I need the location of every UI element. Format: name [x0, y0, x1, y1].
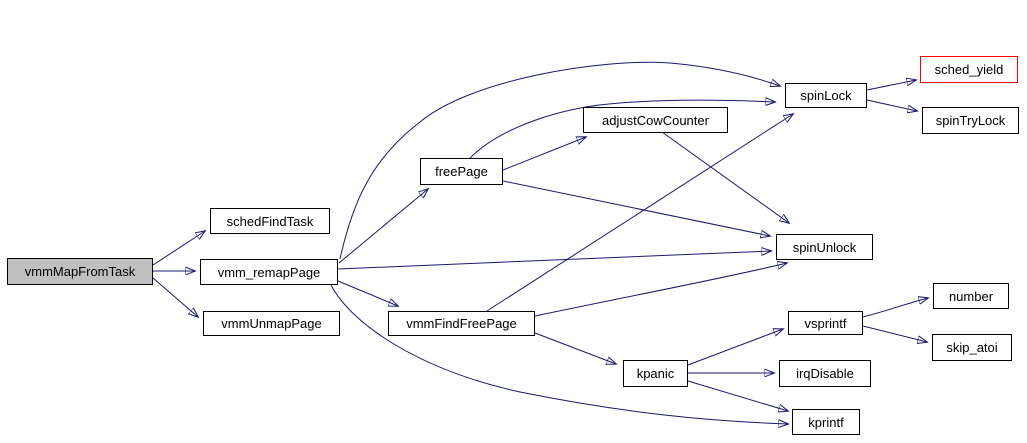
node-freePage[interactable]: freePage — [420, 158, 503, 185]
edge-vmm_remapPage-vmmFindFreePage — [337, 280, 398, 306]
node-vmm_remapPage[interactable]: vmm_remapPage — [200, 259, 338, 285]
edge-vmm_remapPage-kprintf — [330, 284, 788, 424]
edge-vmmFindFreePage-spinUnlock — [534, 263, 787, 317]
edge-vmmFindFreePage-kpanic — [534, 332, 616, 364]
node-vmmFindFreePage[interactable]: vmmFindFreePage — [388, 311, 535, 336]
node-number[interactable]: number — [933, 283, 1009, 309]
node-spinUnlock[interactable]: spinUnlock — [776, 234, 873, 260]
edge-vmm_remapPage-spinLock — [339, 61, 780, 260]
node-kprintf[interactable]: kprintf — [792, 409, 860, 435]
edge-freePage-spinLock — [469, 100, 775, 159]
node-adjustCowCounter[interactable]: adjustCowCounter — [583, 107, 728, 133]
edge-adjustCowCounter-spinUnlock — [661, 131, 789, 223]
edge-vmmMapFromTask-vmmUnmapPage — [152, 277, 198, 317]
node-kpanic[interactable]: kpanic — [623, 360, 688, 387]
node-sched_yield[interactable]: sched_yield — [920, 56, 1018, 83]
edge-vmmMapFromTask-schedFindTask — [152, 231, 205, 266]
node-spinLock[interactable]: spinLock — [785, 83, 867, 108]
node-skip_atoi[interactable]: skip_atoi — [932, 334, 1012, 361]
node-irqDisable[interactable]: irqDisable — [779, 360, 871, 387]
edge-kpanic-kprintf — [687, 380, 788, 411]
edge-vmm_remapPage-freePage — [338, 189, 428, 264]
edge-vsprintf-skip_atoi — [862, 325, 927, 342]
edge-kpanic-vsprintf — [687, 329, 783, 366]
node-vmmMapFromTask[interactable]: vmmMapFromTask — [7, 258, 153, 285]
edge-vsprintf-number — [862, 298, 928, 318]
edge-spinLock-spinTryLock — [866, 99, 917, 111]
edge-vmm_remapPage-spinUnlock — [337, 251, 771, 270]
node-schedFindTask[interactable]: schedFindTask — [210, 208, 330, 234]
edge-freePage-spinUnlock — [502, 180, 770, 236]
node-spinTryLock[interactable]: spinTryLock — [922, 107, 1019, 134]
node-vmmUnmapPage[interactable]: vmmUnmapPage — [203, 311, 340, 336]
edge-spinLock-sched_yield — [866, 80, 916, 91]
edge-freePage-adjustCowCounter — [502, 137, 586, 171]
edge-vmmFindFreePage-spinLock — [486, 114, 793, 312]
node-vsprintf[interactable]: vsprintf — [788, 311, 863, 335]
